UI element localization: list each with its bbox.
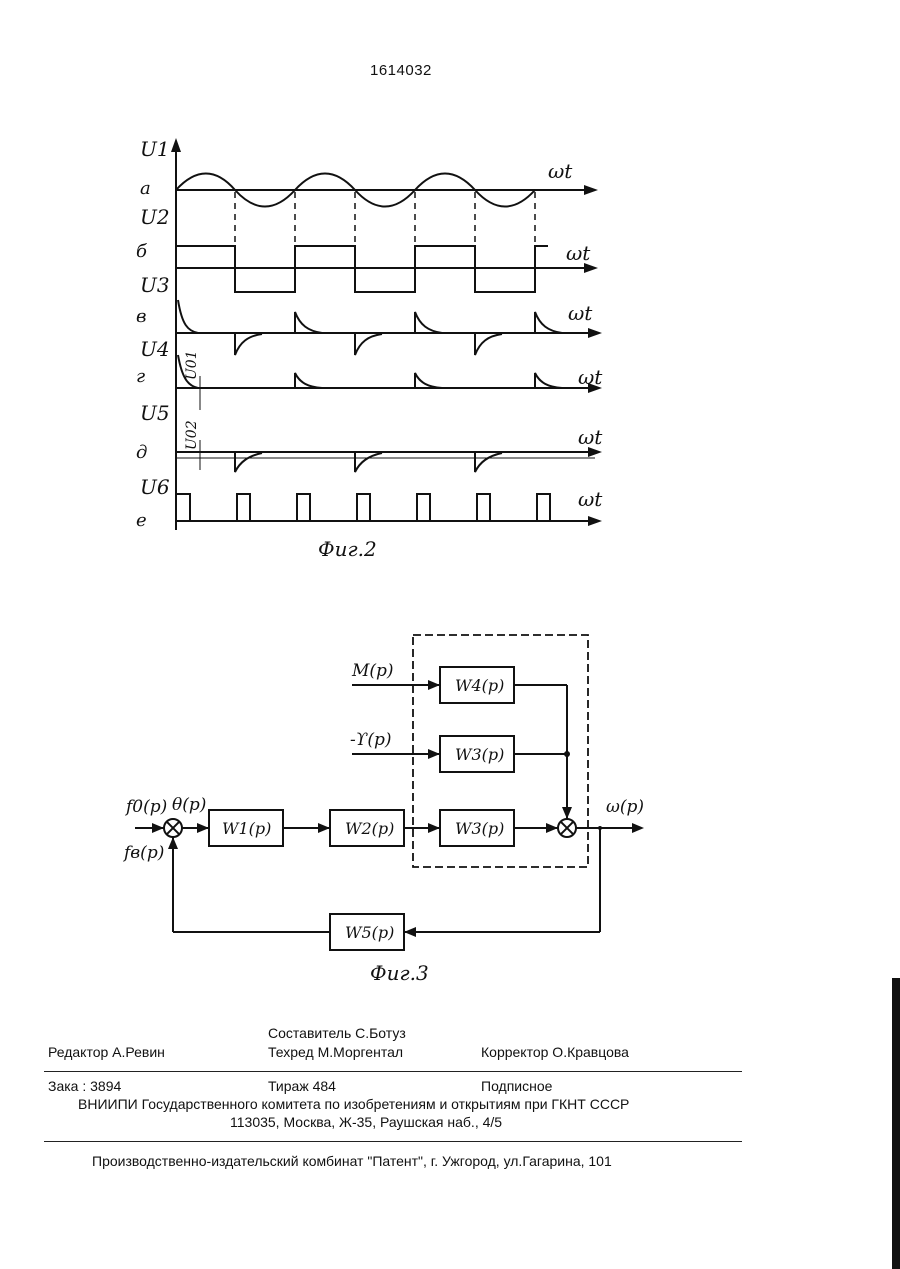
fig3-caption: Фиг.3 bbox=[370, 961, 429, 985]
address-line: 113035, Москва, Ж-35, Раушская наб., 4/5 bbox=[230, 1114, 502, 1130]
input-m-label: M(p) bbox=[351, 661, 394, 681]
block-w1-label: W1(p) bbox=[222, 819, 271, 838]
publisher-line: Производственно-издательский комбинат "П… bbox=[92, 1153, 612, 1169]
theta-label: θ(p) bbox=[172, 795, 206, 815]
circulation: Тираж 484 bbox=[268, 1078, 336, 1094]
input-fb-label: fв(p) bbox=[122, 843, 164, 863]
block-w3-main-label: W3(p) bbox=[455, 819, 504, 838]
block-w3-upsilon-label: W3(p) bbox=[455, 745, 504, 764]
rule-bottom bbox=[44, 1141, 742, 1142]
output-omega-label: ω(p) bbox=[606, 797, 644, 817]
scan-edge-bar bbox=[892, 978, 900, 1269]
subscription: Подписное bbox=[481, 1078, 552, 1094]
block-w4-label: W4(p) bbox=[455, 676, 504, 695]
corrector-credit: Корректор О.Кравцова bbox=[481, 1044, 629, 1060]
compiler-credit: Составитель С.Ботуз bbox=[268, 1025, 406, 1041]
editor-credit: Редактор А.Ревин bbox=[48, 1044, 165, 1060]
input-upsilon-label: -ϒ(p) bbox=[350, 730, 392, 750]
block-w2-label: W2(p) bbox=[345, 819, 394, 838]
techred-credit: Техред М.Моргентал bbox=[268, 1044, 403, 1060]
order-number: Зака : 3894 bbox=[48, 1078, 121, 1094]
block-w5-label: W5(p) bbox=[345, 923, 394, 942]
rule-top bbox=[44, 1071, 742, 1072]
input-f0-label: f0(p) bbox=[124, 797, 167, 817]
organization-line: ВНИИПИ Государственного комитета по изоб… bbox=[78, 1096, 629, 1112]
